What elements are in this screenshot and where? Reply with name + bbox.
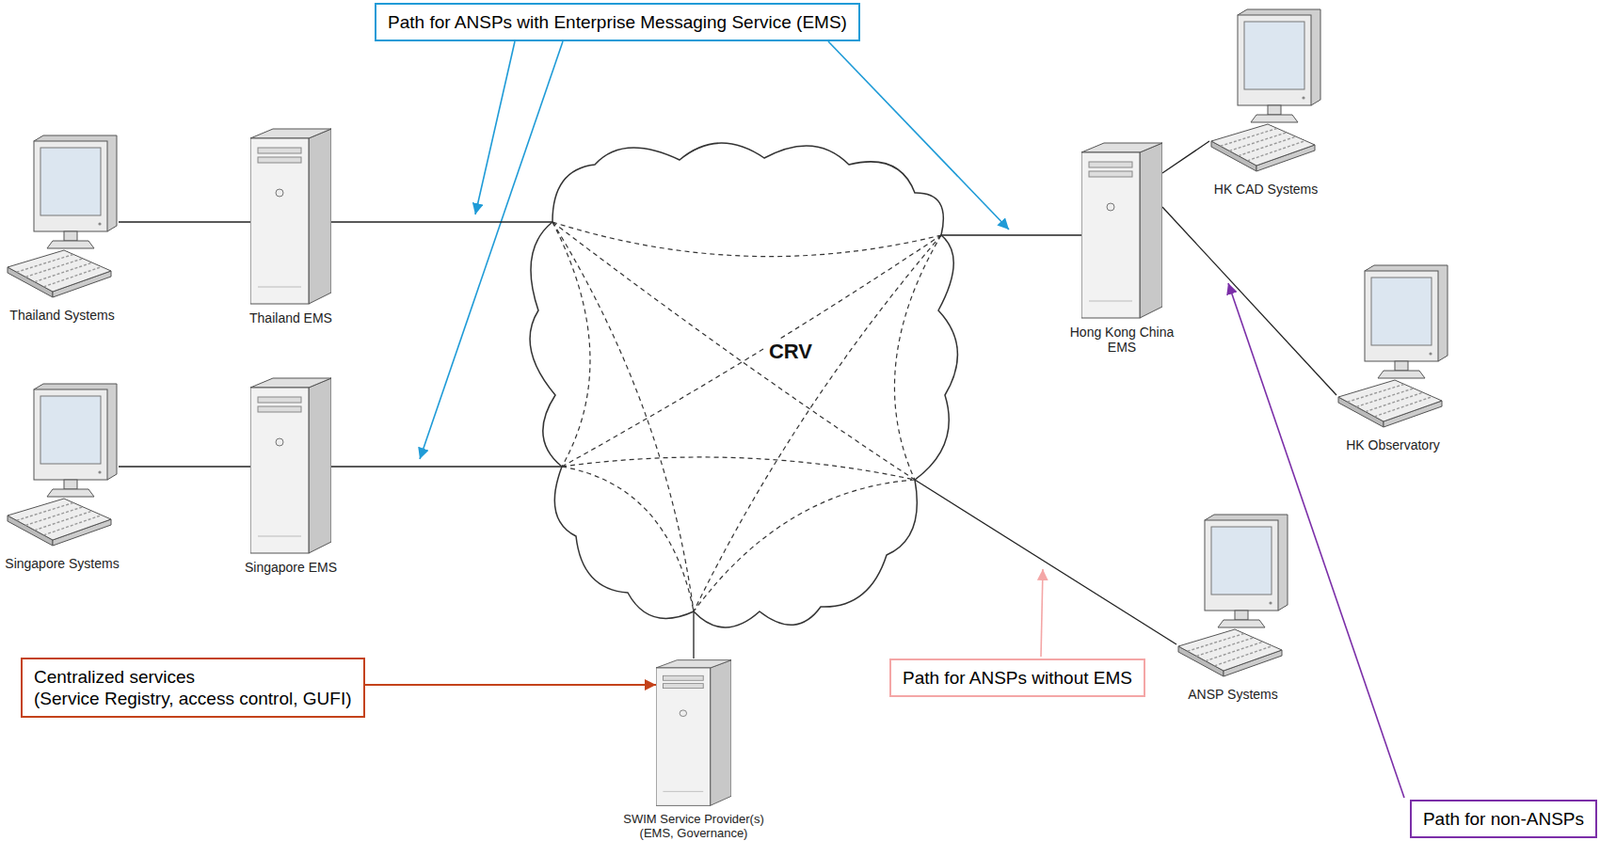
leader-arrow (1040, 569, 1043, 657)
node-label: Singapore Systems (3, 556, 121, 572)
network-link (914, 480, 1177, 645)
network-link (331, 465, 562, 467)
server-icon (656, 658, 732, 808)
computer-node: Singapore Systems (3, 382, 121, 572)
server-icon (250, 127, 332, 306)
network-link (1162, 207, 1337, 396)
leader-arrow (828, 41, 1009, 230)
server-node: SWIM Service Provider(s) (EMS, Governanc… (615, 658, 773, 841)
callout-box: Path for non-ANSPs (1409, 800, 1598, 839)
callout-text: Centralized services (33, 666, 352, 688)
network-link (941, 234, 1082, 236)
server-icon (250, 376, 332, 556)
computer-node: HK CAD Systems (1209, 7, 1323, 197)
node-label: Thailand EMS (248, 310, 334, 326)
network-link (118, 221, 251, 223)
network-link (118, 465, 251, 467)
server-node: Thailand EMS (248, 127, 334, 326)
node-label: HK Observatory (1336, 437, 1450, 453)
node-label: Hong Kong China EMS (1060, 324, 1184, 355)
server-icon (1081, 141, 1163, 320)
computer-icon (1176, 512, 1290, 683)
node-label: ANSP Systems (1176, 687, 1290, 703)
virtual-link (552, 222, 694, 612)
virtual-link (561, 466, 694, 612)
network-link (331, 221, 553, 223)
cloud-shape (510, 122, 979, 650)
virtual-link (561, 457, 915, 480)
computer-node: HK Observatory (1336, 263, 1450, 453)
computer-icon (1209, 7, 1323, 177)
virtual-link (561, 235, 942, 467)
virtual-link (552, 222, 942, 257)
computer-icon (5, 382, 119, 552)
network-link (692, 611, 694, 659)
virtual-link (552, 222, 591, 467)
network-link (1162, 141, 1210, 174)
network-cloud: CRV (510, 122, 979, 650)
callout-box: Path for ANSPs without EMS (889, 658, 1146, 698)
callout-text: Path for non-ANSPs (1423, 808, 1584, 831)
virtual-link (693, 235, 942, 612)
callout-box: Centralized services(Service Registry, a… (20, 657, 366, 719)
callout-arrow (365, 684, 656, 687)
node-label: HK CAD Systems (1209, 181, 1323, 197)
computer-icon (1336, 263, 1450, 433)
computer-icon (5, 133, 119, 304)
cloud-outline (529, 143, 958, 628)
computer-node: Thailand Systems (5, 133, 119, 323)
callout-text: Path for ANSPs without EMS (902, 667, 1133, 689)
node-label: Thailand Systems (5, 307, 119, 323)
leader-arrow (475, 41, 515, 215)
server-node: Singapore EMS (243, 376, 339, 576)
virtual-link (894, 235, 942, 480)
callout-text: Path for ANSPs with Enterprise Messaging… (387, 11, 848, 33)
node-label: SWIM Service Provider(s) (EMS, Governanc… (616, 812, 772, 841)
callout-text: (Service Registry, access control, GUFI) (33, 688, 352, 710)
leader-arrow (419, 41, 563, 460)
callout-box: Path for ANSPs with Enterprise Messaging… (374, 2, 861, 42)
server-node: Hong Kong China EMS (1059, 141, 1184, 355)
node-label: Singapore EMS (243, 560, 339, 576)
cloud-label: CRV (765, 338, 816, 366)
virtual-link (693, 480, 915, 612)
computer-node: ANSP Systems (1176, 512, 1290, 703)
